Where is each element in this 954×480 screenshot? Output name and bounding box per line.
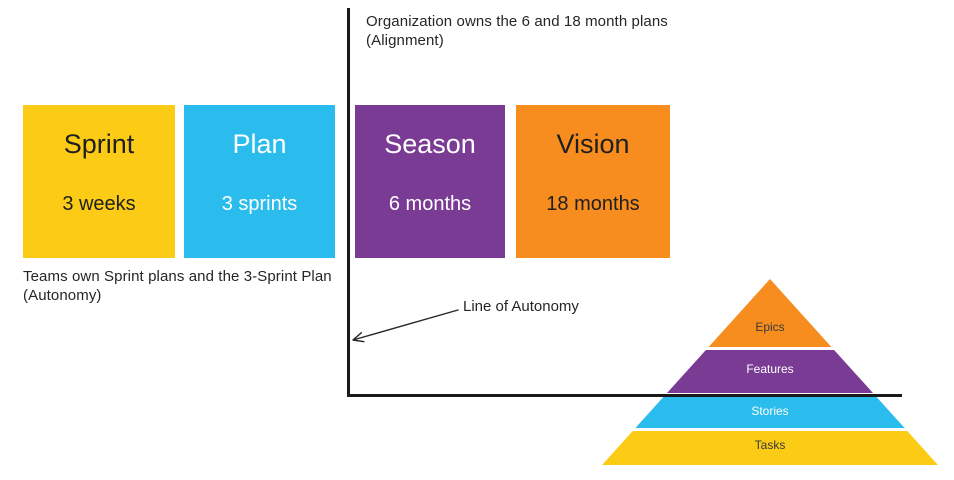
sprint-box: Sprint 3 weeks: [23, 105, 175, 258]
vision-box-title: Vision: [556, 129, 630, 159]
pyramid-tasks-band: [602, 431, 938, 465]
pyramid-tasks-label: Tasks: [754, 438, 786, 452]
pyramid-stories-label: Stories: [751, 404, 789, 418]
sprint-box-subtitle: 3 weeks: [62, 193, 136, 215]
plan-box-subtitle: 3 sprints: [221, 193, 298, 215]
autonomy-note-line1: Teams own Sprint plans and the 3-Sprint …: [23, 268, 332, 285]
autonomy-note-line2: (Autonomy): [23, 287, 102, 304]
vision-box: Vision 18 months: [516, 105, 670, 258]
line-of-autonomy-label: Line of Autonomy: [463, 298, 579, 315]
pyramid-epics-band: [708, 279, 832, 347]
season-box: Season 6 months: [355, 105, 505, 258]
plan-box-title: Plan: [232, 129, 287, 159]
alignment-note-line1: Organization owns the 6 and 18 month pla…: [366, 13, 668, 30]
sprint-box-title: Sprint: [63, 129, 135, 159]
autonomy-note: Teams own Sprint plans and the 3-Sprint …: [23, 267, 363, 305]
line-of-autonomy-horizontal-line: [347, 394, 902, 397]
alignment-note: Organization owns the 6 and 18 month pla…: [366, 12, 706, 50]
pyramid-features-band: [667, 350, 873, 393]
pyramid-features-label: Features: [746, 362, 794, 376]
vision-box-subtitle: 18 months: [546, 193, 640, 215]
season-box-title: Season: [384, 129, 476, 159]
pyramid-epics-label: Epics: [755, 320, 785, 334]
plan-box: Plan 3 sprints: [184, 105, 335, 258]
pyramid-stories-band: [635, 396, 905, 428]
alignment-note-line2: (Alignment): [366, 32, 444, 49]
alignment-divider-vertical-line: [347, 8, 350, 397]
season-box-subtitle: 6 months: [388, 193, 472, 215]
